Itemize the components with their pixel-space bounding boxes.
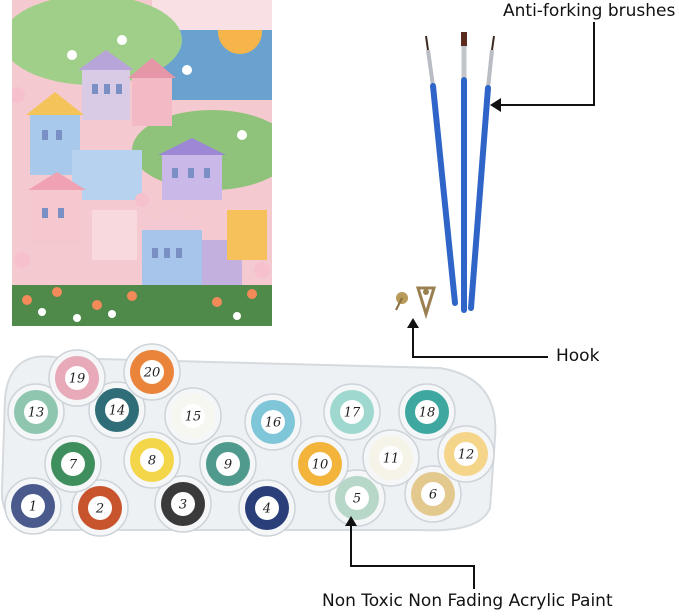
paint-pot-number: 4 [262, 502, 271, 517]
brush-middle [461, 32, 467, 313]
paint-pot-7: 7 [44, 435, 102, 493]
paint-pot-14: 14 [88, 381, 146, 439]
brush-right [468, 35, 495, 311]
brushes-callout-label: Anti-forking brushes [503, 1, 676, 21]
brush-left [425, 35, 458, 306]
paint-pot-16: 16 [244, 393, 302, 451]
paint-pot-number: 11 [383, 452, 400, 467]
paint-pot-20: 20 [123, 343, 181, 401]
paint-pot-number: 2 [95, 502, 104, 517]
paint-pot-number: 3 [179, 498, 187, 513]
paint-pot-number: 15 [185, 410, 202, 425]
brushes-callout-line-vertical [593, 22, 595, 106]
paint-pot-number: 1 [29, 500, 37, 515]
hook-image [395, 286, 437, 320]
paint-pot-15: 15 [164, 387, 222, 445]
brushes-callout-line-horizontal [500, 104, 595, 106]
paint-pot-number: 18 [419, 406, 436, 421]
paint-pot-number: 16 [265, 416, 282, 431]
paint-pot-number: 6 [429, 488, 437, 503]
paint-pot-6: 6 [404, 465, 462, 523]
paint-pot-number: 9 [224, 458, 232, 473]
paint-pot-9: 9 [199, 435, 257, 493]
paint-pot-number: 10 [312, 458, 329, 473]
paint-callout-arrow [345, 516, 357, 526]
paint-pot-1: 1 [4, 477, 62, 535]
hook-callout-line-vertical [412, 326, 414, 357]
paint-pot-3: 3 [154, 475, 212, 533]
paint-pot-number: 20 [143, 366, 161, 381]
paint-pot-8: 8 [123, 431, 181, 489]
paint-pot-2: 2 [71, 479, 129, 537]
painting-image [12, 0, 272, 326]
hook-callout-arrow [407, 318, 419, 328]
paint-pot-number: 8 [148, 454, 156, 469]
paint-pot-5: 5 [328, 469, 386, 527]
paint-pot-number: 14 [109, 404, 126, 419]
paint-pot-13: 13 [7, 383, 65, 441]
hook-callout-line-horizontal [412, 356, 548, 358]
paint-pot-number: 19 [69, 372, 86, 387]
paint-pot-number: 7 [69, 458, 78, 473]
paint-pot-19: 19 [48, 349, 106, 407]
brushes-callout-arrow [490, 98, 501, 112]
paint-pot-number: 5 [353, 492, 361, 507]
paint-pot-18: 18 [398, 383, 456, 441]
paint-pot-number: 13 [28, 406, 45, 421]
paint-callout-line-right [473, 565, 475, 589]
paint-pot-17: 17 [323, 383, 381, 441]
paint-callout-label: Non Toxic Non Fading Acrylic Paint [322, 591, 613, 611]
paint-pot-11: 11 [362, 429, 420, 487]
paint-callout-line-horizontal [350, 565, 474, 567]
paint-pot-number: 12 [458, 448, 475, 463]
brushes-image [425, 32, 495, 313]
paint-pot-12: 12 [437, 425, 495, 483]
hook-callout-label: Hook [556, 346, 600, 366]
paint-pot-4: 4 [238, 479, 296, 537]
paint-callout-line-left [350, 524, 352, 566]
paint-pot-10: 10 [291, 435, 349, 493]
paint-pot-number: 17 [344, 406, 361, 421]
